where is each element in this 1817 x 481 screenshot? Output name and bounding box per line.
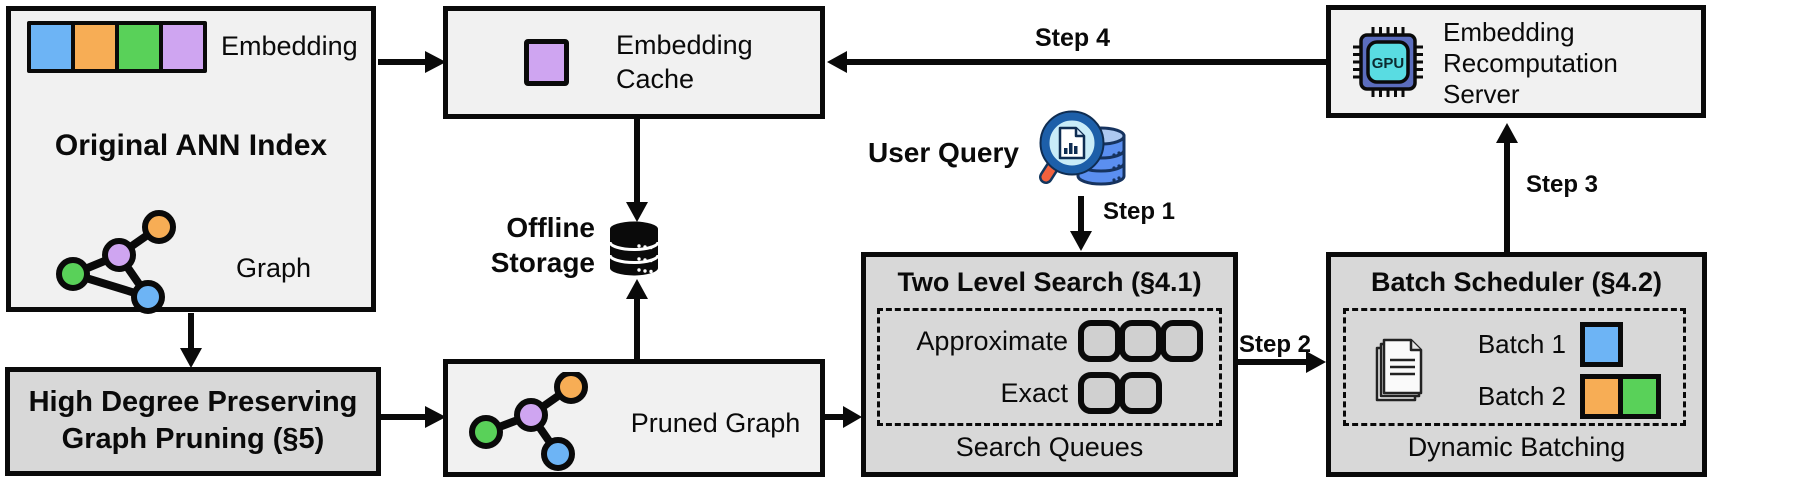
approximate-queue-slot bbox=[1119, 320, 1162, 362]
batch2-item-green bbox=[1618, 374, 1661, 419]
batch-scheduler-title: Batch Scheduler (§4.2) bbox=[1370, 267, 1663, 297]
user-query-label: User Query bbox=[868, 137, 1019, 168]
batch-scheduler-box: Batch Scheduler (§4.2) Batch 1 Batch 2 bbox=[1326, 252, 1707, 477]
arrow-prunedgraph-to-storage bbox=[626, 279, 648, 359]
arrow-step4 bbox=[827, 51, 1326, 73]
search-queues-panel: Approximate Exact bbox=[877, 308, 1222, 426]
gpu-text: GPU bbox=[1372, 55, 1405, 72]
embedding-label: Embedding bbox=[221, 31, 358, 61]
search-queues-caption: Search Queues bbox=[955, 432, 1144, 462]
batch1-item-blue bbox=[1580, 322, 1623, 367]
two-level-search-title: Two Level Search (§4.1) bbox=[897, 267, 1202, 297]
embedding-cell-purple bbox=[163, 25, 203, 69]
pruned-graph-label: Pruned Graph bbox=[630, 408, 801, 438]
step2-label: Step 2 bbox=[1239, 331, 1312, 358]
approximate-queue-slot bbox=[1078, 320, 1121, 362]
arrow-step3 bbox=[1496, 123, 1518, 253]
batch1-row: Batch 1 bbox=[1436, 322, 1623, 367]
arrow-annindex-to-pruning bbox=[180, 313, 202, 368]
dynamic-batching-panel: Batch 1 Batch 2 bbox=[1343, 308, 1686, 426]
dynamic-batching-caption: Dynamic Batching bbox=[1407, 432, 1626, 462]
batch2-row: Batch 2 bbox=[1436, 374, 1661, 419]
approximate-queue-row: Approximate bbox=[880, 320, 1203, 362]
cached-embedding-icon bbox=[524, 39, 569, 86]
exact-queue-slot bbox=[1119, 372, 1162, 414]
batch2-item-orange bbox=[1580, 374, 1623, 419]
original-ann-index-box: Embedding Original ANN Index Graph bbox=[6, 6, 376, 314]
graph-label: Graph bbox=[236, 253, 312, 283]
recomputation-server-label: Embedding Recomputation Server bbox=[1443, 17, 1618, 109]
recomputation-server-box: GPU Embedding Recomputation Server bbox=[1326, 5, 1706, 118]
two-level-search-box: Two Level Search (§4.1) Approximate Exac… bbox=[861, 252, 1238, 477]
embedding-vector-icon bbox=[27, 21, 207, 73]
embedding-cell-blue bbox=[31, 25, 71, 69]
offline-storage-database-icon bbox=[608, 221, 660, 276]
step3-label: Step 3 bbox=[1526, 171, 1599, 198]
arrow-step1 bbox=[1070, 196, 1092, 251]
offline-storage-label: Offline Storage bbox=[490, 212, 595, 278]
graph-pruning-label: High Degree Preserving Graph Pruning (§5… bbox=[28, 386, 358, 455]
exact-label: Exact bbox=[1000, 377, 1068, 408]
user-query-icon bbox=[1039, 110, 1126, 186]
batch2-label: Batch 2 bbox=[1477, 381, 1566, 411]
exact-queue-row: Exact bbox=[880, 372, 1162, 414]
step1-label: Step 1 bbox=[1103, 198, 1176, 225]
exact-queue-slot bbox=[1078, 372, 1121, 414]
arrow-annindex-to-cache bbox=[378, 51, 446, 73]
graph-pruning-box: High Degree Preserving Graph Pruning (§5… bbox=[5, 367, 381, 476]
pruned-graph-box: Pruned Graph bbox=[443, 359, 825, 477]
original-graph-icon bbox=[56, 210, 176, 314]
arrow-cache-to-storage bbox=[626, 119, 648, 222]
step4-label: Step 4 bbox=[1035, 24, 1111, 52]
pruned-graph-icon bbox=[469, 372, 588, 471]
embedding-cell-orange bbox=[75, 25, 115, 69]
arrow-prunedgraph-to-search bbox=[823, 406, 862, 428]
embedding-cache-box: Embedding Cache bbox=[443, 6, 825, 119]
ann-index-title: Original ANN Index bbox=[54, 129, 328, 162]
gpu-chip-icon: GPU bbox=[1353, 27, 1423, 97]
embedding-cell-green bbox=[119, 25, 159, 69]
batch1-label: Batch 1 bbox=[1477, 329, 1566, 359]
embedding-cache-label: Embedding Cache bbox=[616, 30, 753, 94]
approximate-queue-slot bbox=[1160, 320, 1203, 362]
documents-icon bbox=[1375, 338, 1423, 402]
arrow-pruning-to-prunedgraph bbox=[379, 406, 446, 428]
approximate-label: Approximate bbox=[916, 325, 1068, 356]
